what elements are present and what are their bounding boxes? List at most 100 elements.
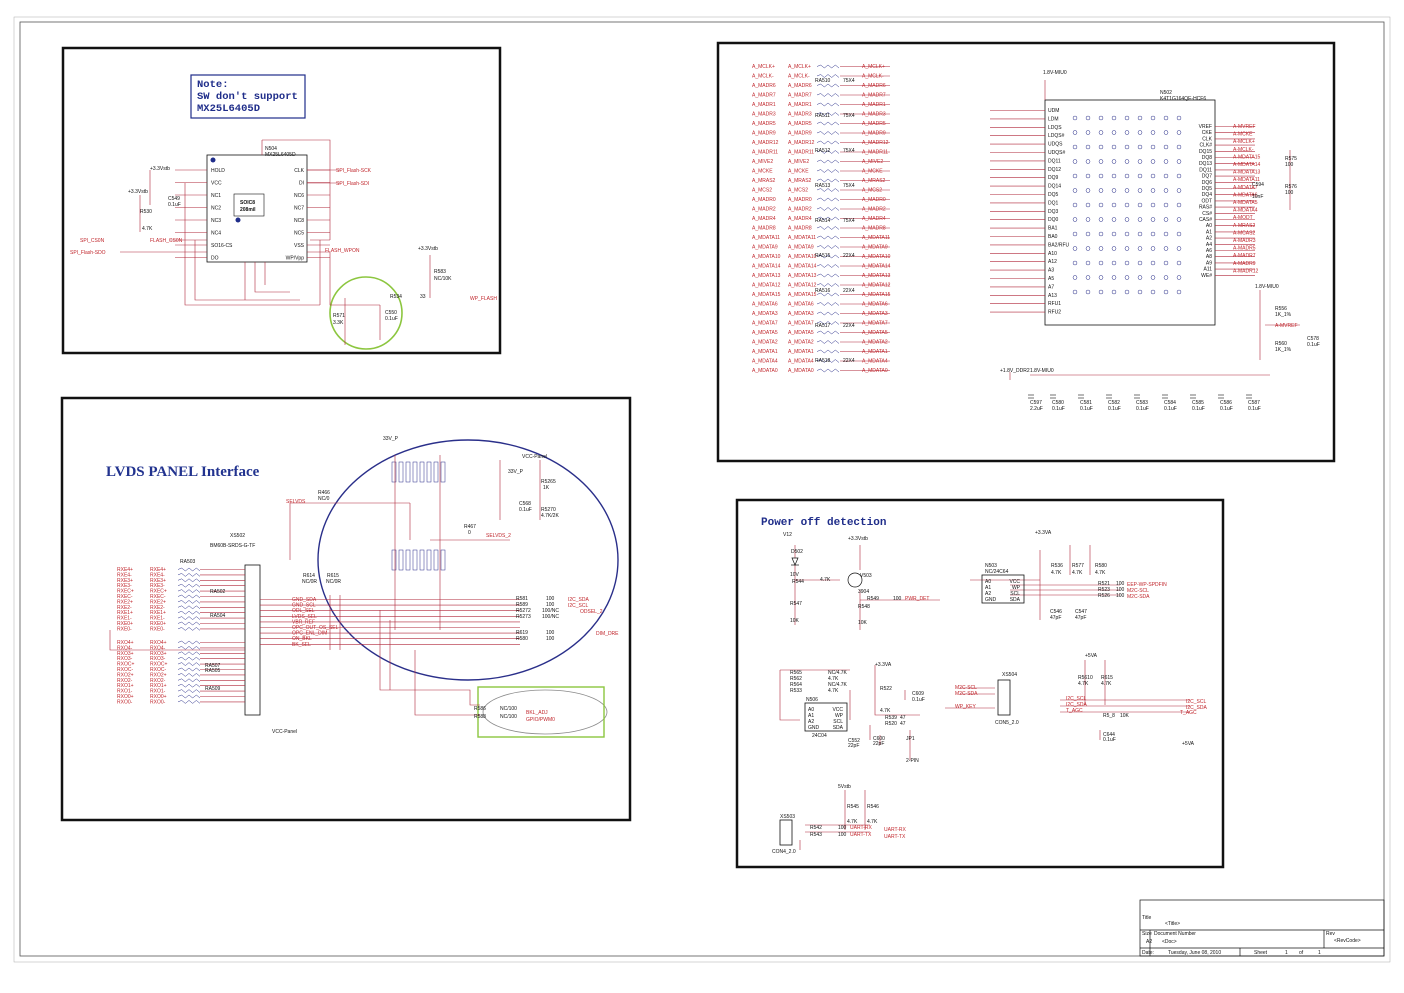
ddr-net-label: A_MDATA14: [788, 264, 817, 270]
ddr-ball: [1085, 130, 1091, 135]
ddr-pin-left: A5: [1048, 276, 1054, 282]
ddr-array-resistor: [816, 64, 840, 69]
ddr-net-right: A-MADR3: [1233, 238, 1256, 244]
ddr-ball: [1085, 275, 1091, 280]
ddr-net-a-madr1: A_MADR1: [752, 102, 776, 108]
ddr-net-a-mcke: A_MCKE: [752, 169, 773, 175]
ddr-array-resistor: [816, 93, 840, 97]
ep-r521: R521: [1098, 581, 1110, 587]
ddr-ball: [1098, 115, 1104, 121]
ddr-ball: [1098, 217, 1104, 222]
ep-net-sda: M2C-SDA: [1127, 594, 1150, 600]
ddr-pin-right: DQ7: [1202, 174, 1213, 180]
ddr-net-label: A_MADR4: [788, 216, 812, 222]
uart-r545-val: 4.7K: [847, 819, 858, 825]
r619-ref: R619: [516, 630, 528, 636]
ddr-net-out: A_MADR8: [862, 226, 886, 232]
ddr-pin-left: A7: [1048, 284, 1054, 290]
ddr-ball: [1111, 202, 1117, 208]
ddr-ball: [1124, 231, 1130, 237]
ddr-net-out: A_MDATA7: [862, 321, 888, 327]
net-a-mvref: A-MVREF: [1275, 323, 1298, 329]
ddr-cap-val: 0.1uF: [1164, 406, 1177, 412]
r586-ref: R586: [474, 706, 486, 712]
ddr-net-label: A_MCS2: [788, 188, 808, 194]
ddr-array-resistor: [816, 188, 840, 192]
lvds-option-resistor: [440, 461, 446, 483]
ddr-array-val: 75X4: [843, 218, 855, 224]
u2-pin: SDA: [833, 725, 844, 731]
ddr-ball: [1150, 275, 1156, 280]
eeprom-n506: N506 24C04: [804, 697, 848, 739]
ddr-pin-left: DQ1: [1048, 200, 1059, 206]
flash-pin-hold: HOLD: [211, 168, 225, 174]
ddr-ball: [1137, 173, 1143, 179]
uart-net-tx-2: UART-TX: [884, 834, 906, 840]
r588-val: NC/100: [500, 714, 517, 720]
title-block: [1139, 899, 1385, 957]
ddr-ball: [1072, 130, 1078, 135]
lvds-highlight-ellipse: [317, 439, 619, 681]
ddr-pin-left: A13: [1048, 293, 1057, 299]
pwr-rail: +3.3Vstb: [848, 536, 868, 542]
ddr-ball: [1085, 217, 1091, 222]
u2-part-label: 47: [900, 715, 906, 721]
ddr-pin-right: A9: [1206, 260, 1212, 266]
ddr-net-label: A_MADR12: [788, 140, 815, 146]
ddr-array-resistor: [816, 150, 840, 154]
i2c-part-label: R5610: [1078, 675, 1093, 681]
ddr-ball: [1124, 217, 1130, 222]
lvds-option-resistor: [398, 549, 404, 571]
ddr-ball: [1176, 202, 1182, 208]
flash-pin-so16-cs: SO16-CS: [211, 243, 233, 249]
sig-dim-dre: DIM_DRE: [596, 631, 619, 637]
u2-pin: VCC: [832, 707, 843, 713]
ddr-ball: [1085, 159, 1091, 164]
ddr-ball: [1111, 144, 1117, 150]
r556-ref: R556: [1275, 306, 1287, 312]
pwr-r544-val: 4.7K: [820, 577, 831, 583]
ddr-pin-left: BA1: [1048, 226, 1058, 232]
ddr-ball: [1163, 260, 1169, 266]
ddr-net-label: A_MADR7: [788, 93, 812, 99]
flash-part: MX25L6405D: [265, 152, 296, 158]
ddr-net-right: A-MDATA7: [1233, 185, 1258, 191]
lvds-series-resistor: [177, 621, 201, 626]
ddr-ball: [1111, 289, 1117, 295]
uart-ref: XS503: [780, 814, 795, 820]
ep-r523: R523: [1098, 587, 1110, 593]
r5273-ref: R5273: [516, 614, 531, 620]
net-spi-sdo: SPI_Flash-SDO: [70, 250, 106, 256]
ep-r526-val: 100: [1116, 593, 1125, 599]
ddr-array-ref: RA517: [815, 323, 831, 329]
ddr-array-resistor: [816, 245, 840, 249]
r589-val: 100: [546, 602, 555, 608]
lvds-option-resistor: [440, 549, 446, 571]
i2c-part-label: I2C_SCL: [1186, 699, 1207, 705]
ddr-net-out: A_MADR7: [862, 93, 886, 99]
ddr-array-resistor: [816, 302, 840, 306]
lvds-net-rxoc-p: RXOC+: [117, 662, 134, 668]
lvds-net-label: RXE2-: [150, 605, 165, 611]
r530-ref: R530: [140, 209, 152, 215]
ddr-net-label: A_MDATA4: [788, 359, 814, 365]
ddr-net-out: A_MDATA9: [862, 245, 888, 251]
ddr-net-right: A-MADR7: [1233, 253, 1256, 259]
net-flash-cs0n: FLASH_CS0N: [150, 238, 183, 244]
ddr-pin-left: UDM: [1048, 108, 1059, 114]
eeprom-pin: SCL: [1010, 591, 1020, 597]
ddr-array-ref: RA515: [815, 253, 831, 259]
ddr-ball: [1150, 130, 1156, 135]
ddr-ball: [1072, 159, 1078, 164]
ddr-net-out: A_MCLK+: [862, 64, 885, 70]
pwr-r544: R544: [792, 579, 804, 585]
ddr-ball: [1111, 159, 1117, 164]
c578-ref: C578: [1307, 336, 1319, 342]
ddr-pin-right: DQ4: [1202, 192, 1213, 198]
u2-net-sda: M2C-SDA: [955, 691, 978, 697]
ddr-net-out: A_MCKE: [862, 169, 883, 175]
lvds-series-resistor: [177, 694, 201, 699]
uart-connector: XS503 CON4_2.0 5Vstb: [772, 784, 851, 855]
ddr-net-a-mcs2: A_MCS2: [752, 188, 772, 194]
